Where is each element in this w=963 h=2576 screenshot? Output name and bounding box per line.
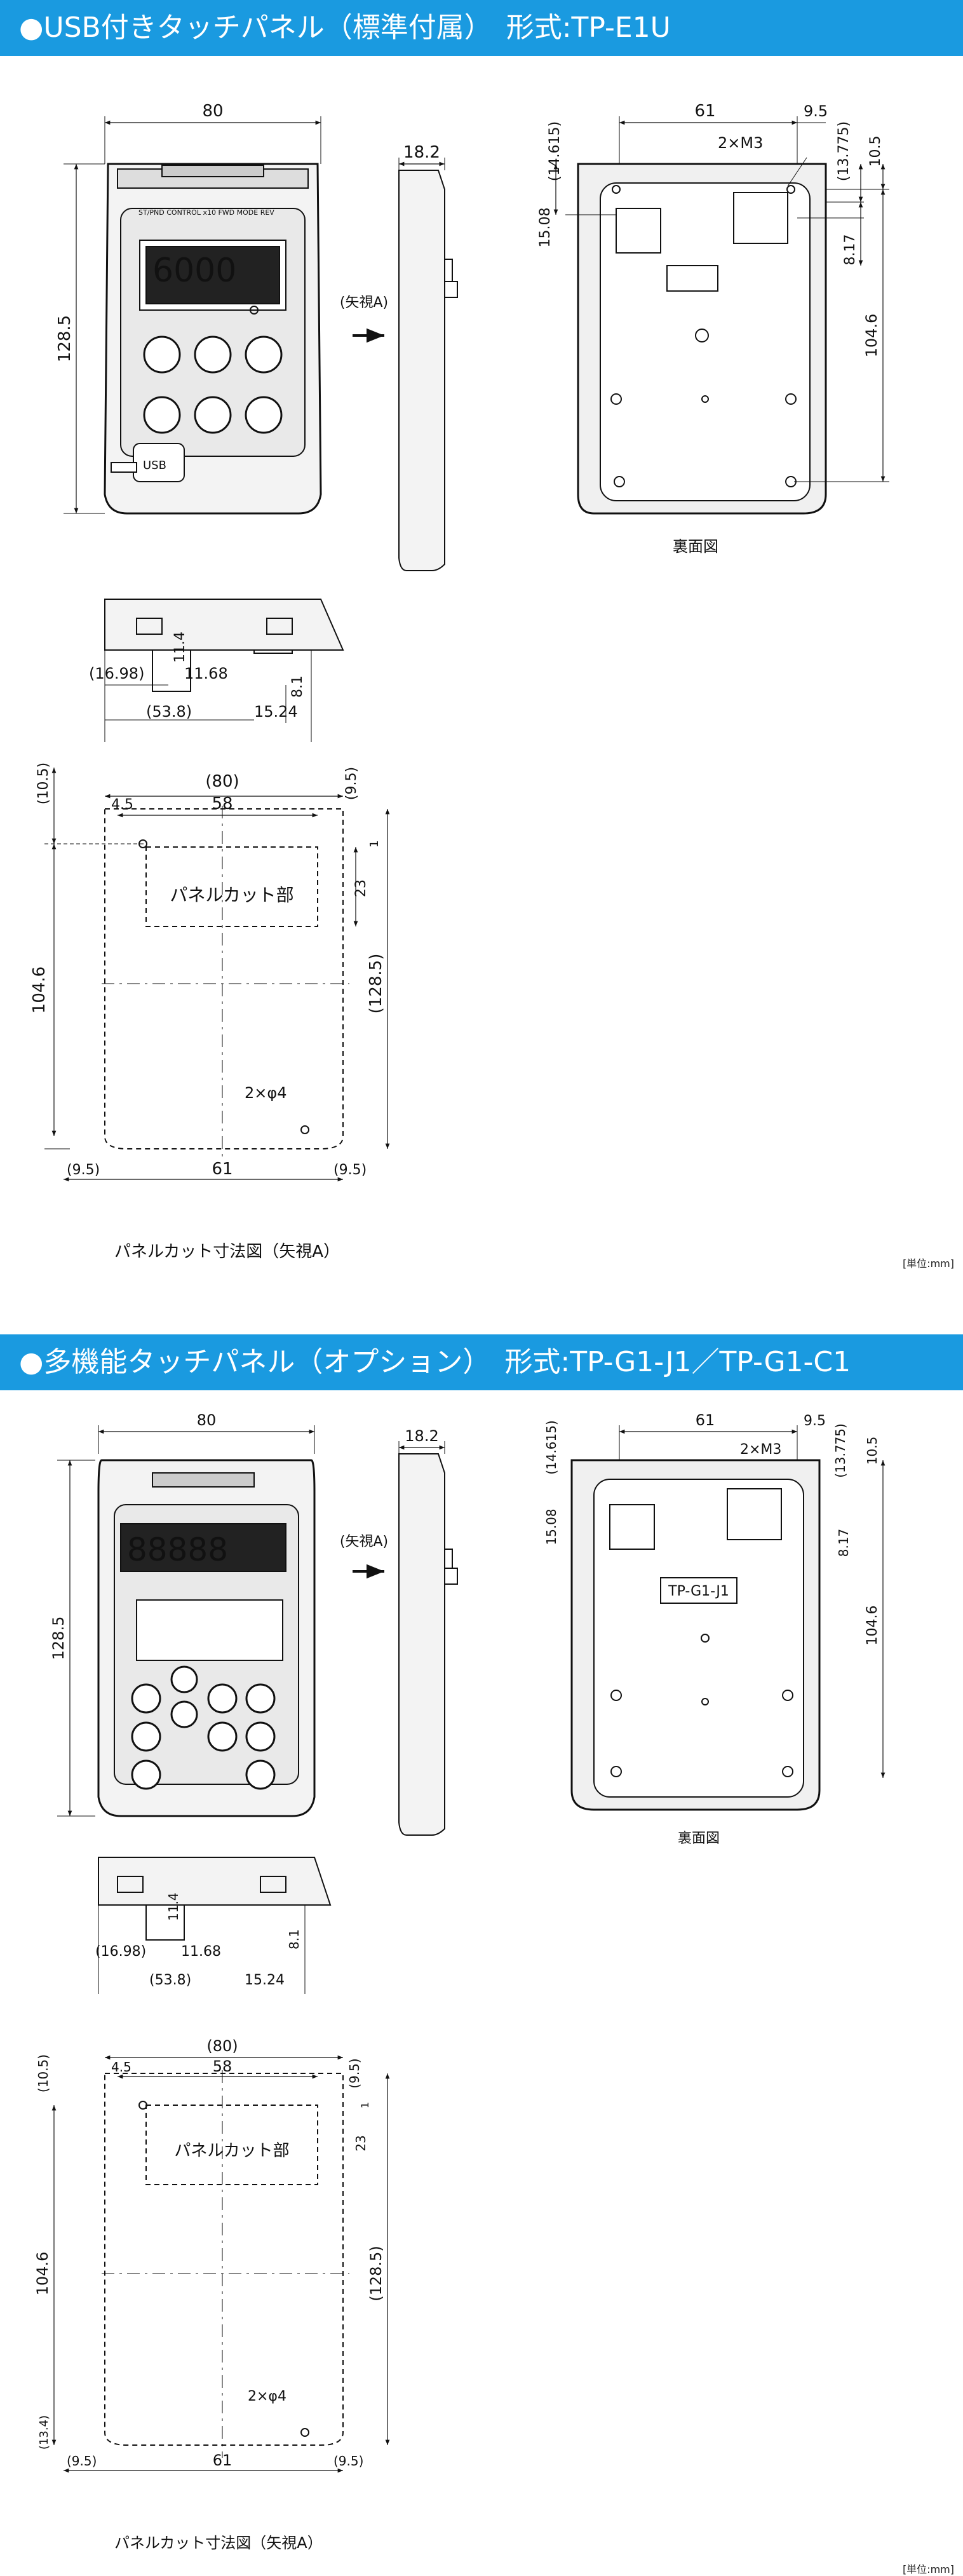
section-title: ●USB付きタッチパネル（標準付属） 形式:TP-E1U [19, 11, 671, 44]
cut-hole-off: 1 [368, 840, 381, 847]
multi-panel-drawing: 80 128.5 18.2 (矢視A) 88888 11.4 8.1 (16.9… [34, 1411, 886, 2552]
back-view-2 [570, 1425, 886, 1811]
cut-bottom-off-2: (13.4) [37, 2415, 51, 2450]
cut-outer-h: (128.5) [367, 954, 386, 1014]
view-arrow: (矢視A) [340, 295, 388, 311]
cut-height: 104.6 [30, 966, 49, 1013]
cut-top-off: (10.5) [36, 763, 51, 804]
back-edge: 9.5 [804, 102, 828, 120]
dim-d6: 15.24 [254, 703, 298, 721]
cut-left-off: 4.5 [111, 797, 133, 813]
back-d-left-2: (14.615) [544, 1420, 559, 1475]
unit-note-1: [単位:mm] [902, 1257, 954, 1270]
cut-outer-h-2: (128.5) [367, 2246, 385, 2301]
cut-outer-2: (80) [206, 2037, 238, 2055]
back-height-2: 104.6 [865, 1606, 880, 1646]
cut-caption: パネルカット寸法図（矢視A） [114, 1242, 340, 1261]
back-d-top-2: (13.775) [833, 1423, 848, 1478]
side-view-2 [398, 1441, 458, 1836]
front-view [64, 116, 322, 515]
dim-d5-2: (53.8) [149, 1972, 191, 1988]
front-view-2 [57, 1425, 316, 1817]
back-d-port2: 8.17 [842, 234, 858, 266]
cut-inner: 58 [212, 794, 232, 813]
cut-label-2: パネルカット部 [174, 2141, 289, 2160]
side-view [398, 158, 458, 571]
usb-labels: 80 128.5 18.2 (矢視A) 6000 USB ST/PND CONT… [30, 102, 884, 1261]
dim-d2-2: 8.1 [286, 1929, 302, 1949]
back-d-right-2: 10.5 [865, 1437, 880, 1465]
usb-panel-drawing: 80 128.5 18.2 (矢視A) 6000 USB ST/PND CONT… [30, 102, 889, 1261]
cut-bl: (9.5) [67, 1162, 100, 1178]
cut-height-2: 104.6 [34, 2252, 51, 2296]
section-banner-multi: ●多機能タッチパネル（オプション） 形式:TP-G1-J1／TP-G1-C1 [0, 1334, 963, 1390]
top-legend: ST/PND CONTROL x10 FWD MODE REV [138, 208, 274, 217]
back-d-right: 10.5 [868, 136, 884, 167]
cut-br-2: (9.5) [333, 2453, 363, 2469]
dim-d4: 11.68 [184, 665, 228, 682]
unit-note-2: [単位:mm] [902, 2563, 954, 2575]
dim-width: 80 [202, 102, 223, 121]
back-screw-2: 2×M3 [740, 1442, 781, 1458]
multi-labels: 80 128.5 18.2 (矢視A) 88888 11.4 8.1 (16.9… [34, 1411, 880, 2552]
dim-d2: 8.1 [290, 675, 306, 698]
back-d-port2-2: 8.17 [836, 1529, 851, 1557]
cut-left-off-2: 4.5 [111, 2059, 131, 2075]
back-caption: 裏面図 [673, 538, 718, 555]
segment-digits: 6000 [152, 252, 236, 290]
cut-br: (9.5) [333, 1162, 367, 1178]
back-caption-2: 裏面図 [678, 1831, 720, 1847]
cut-pitch-2: 61 [213, 2451, 232, 2469]
cut-caption-2: パネルカット寸法図（矢視A） [114, 2534, 323, 2552]
dim-d5: (53.8) [146, 703, 192, 721]
cut-hole-h: 23 [353, 879, 369, 897]
cut-bl-2: (9.5) [67, 2453, 97, 2469]
cut-pitch: 61 [212, 1160, 232, 1179]
back-model-label: TP-G1-J1 [668, 1583, 729, 1599]
view-arrow-2: (矢視A) [340, 1534, 388, 1550]
usb-label: USB [143, 459, 166, 472]
dim-d4-2: 11.68 [181, 1944, 221, 1960]
segment-digits-2: 88888 [127, 1531, 228, 1568]
dim-width-2: 80 [197, 1411, 217, 1429]
back-screw: 2×M3 [718, 134, 763, 152]
back-d-left: (14.615) [547, 121, 563, 181]
bottom-view [104, 599, 344, 742]
cut-holes: 2×φ4 [245, 1084, 286, 1102]
dim-height: 128.5 [55, 315, 74, 362]
panel-cutout-2 [51, 2055, 390, 2473]
cut-label: パネルカット部 [170, 885, 293, 905]
dim-d3: (16.98) [89, 665, 144, 682]
back-d-top: (13.775) [836, 121, 852, 181]
dim-d1-2: 11.4 [166, 1892, 181, 1921]
section-title-2: ●多機能タッチパネル（オプション） 形式:TP-G1-J1／TP-G1-C1 [19, 1346, 851, 1378]
back-width-2: 61 [696, 1411, 715, 1429]
cut-hole-h-2: 23 [353, 2135, 368, 2151]
dim-height-2: 128.5 [50, 1617, 67, 1660]
dim-depth-2: 18.2 [405, 1427, 438, 1445]
cut-right-off-2: (9.5) [347, 2058, 362, 2088]
back-width: 61 [694, 102, 715, 121]
cut-top-off-2: (10.5) [36, 2054, 51, 2092]
cut-outer: (80) [205, 772, 239, 791]
dim-d3-2: (16.98) [95, 1944, 146, 1960]
cut-hole-off-2: 1 [359, 2102, 371, 2108]
cut-right-off: (9.5) [344, 767, 360, 800]
cut-holes-2: 2×φ4 [248, 2389, 286, 2404]
panel-cutout [44, 768, 390, 1182]
dim-d1: 11.4 [172, 632, 188, 663]
dim-depth: 18.2 [403, 143, 440, 162]
back-height: 104.6 [863, 314, 880, 358]
back-d-port-2: 15.08 [544, 1508, 559, 1545]
bottom-view-2 [98, 1857, 332, 1994]
cut-inner-2: 58 [213, 2057, 232, 2075]
back-edge-2: 9.5 [804, 1413, 826, 1429]
section-banner-usb: ●USB付きタッチパネル（標準付属） 形式:TP-E1U [0, 0, 963, 56]
back-view [553, 116, 889, 515]
back-d-port: 15.08 [537, 208, 553, 248]
dim-d6-2: 15.24 [245, 1972, 285, 1988]
